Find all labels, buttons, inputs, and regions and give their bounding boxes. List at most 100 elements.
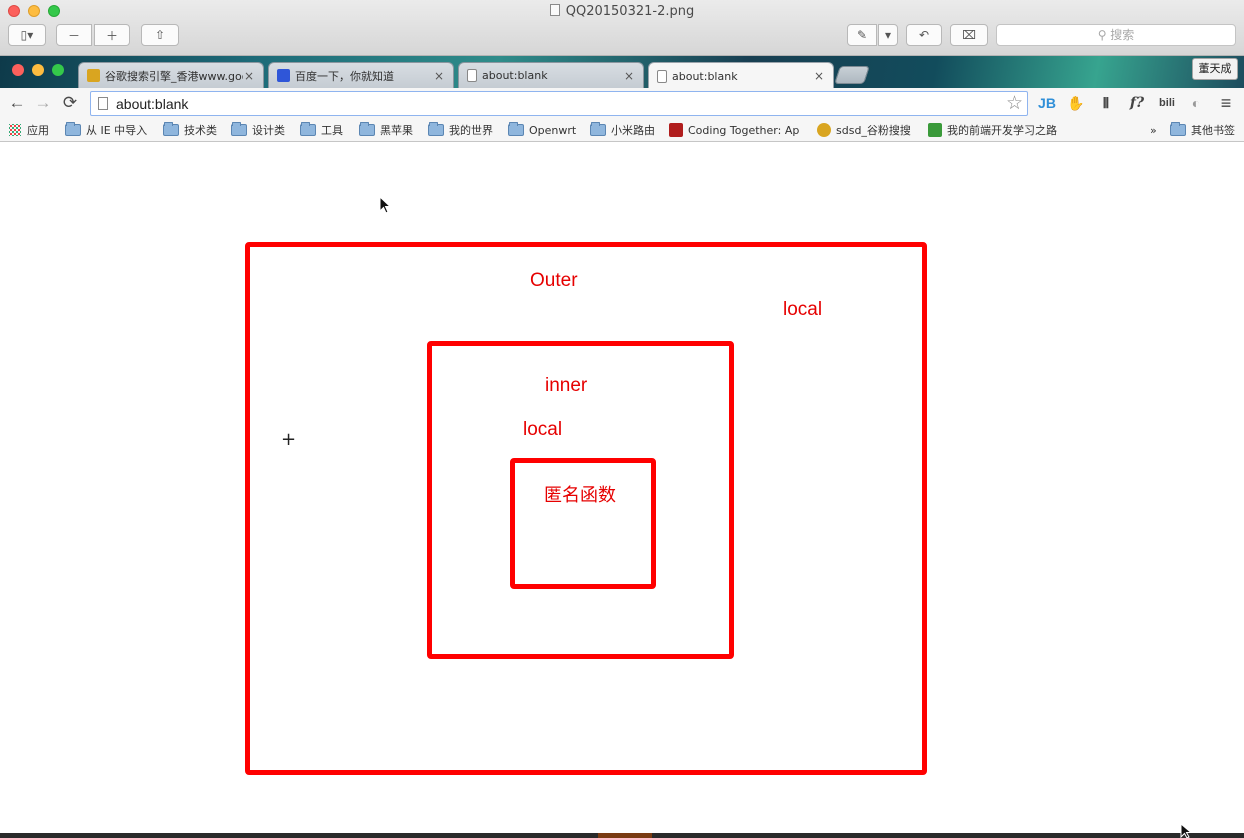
bookmark-link[interactable]: sdsd_谷粉搜搜 <box>817 122 911 138</box>
address-bar[interactable]: about:blank ☆ <box>90 91 1028 116</box>
bookmark-folder[interactable]: 小米路由 <box>590 122 655 138</box>
bookmark-label: 其他书签 <box>1191 124 1235 137</box>
folder-icon <box>508 122 524 136</box>
back-button[interactable]: ← <box>8 93 26 112</box>
markup-button[interactable]: ✎ <box>847 24 877 46</box>
preview-titlebar: QQ20150321-2.png ▯▾ － ＋ ⇧ ✎ ▾ ↶ ⌧ ⚲ 搜索 <box>0 0 1244 56</box>
bookmark-folder[interactable]: 工具 <box>300 122 343 138</box>
folder-icon <box>359 122 375 136</box>
dock-edge <box>598 833 652 838</box>
hand-extension-icon[interactable]: ✋ <box>1067 95 1085 111</box>
url-text[interactable]: about:blank <box>116 96 189 112</box>
bookmark-label: 从 IE 中导入 <box>86 124 148 137</box>
tab-google-hk[interactable]: 谷歌搜索引擎_香港www.goo × <box>78 62 264 88</box>
minimize-window-button[interactable] <box>28 5 40 17</box>
preview-search-input[interactable]: ⚲ 搜索 <box>996 24 1236 46</box>
bookmark-apps[interactable]: 应用 <box>9 122 49 138</box>
tab-label: about:blank <box>482 69 548 82</box>
sidebar-toggle-button[interactable]: ▯▾ <box>8 24 46 46</box>
close-window-button[interactable] <box>8 5 20 17</box>
bookmark-folder[interactable]: 设计类 <box>231 122 285 138</box>
chrome-menu-button[interactable]: ≡ <box>1220 93 1232 113</box>
bookmark-label: sdsd_谷粉搜搜 <box>836 124 911 137</box>
bookmark-folder[interactable]: 技术类 <box>163 122 217 138</box>
browser-tab-strip: 谷歌搜索引擎_香港www.goo × 百度一下，你就知道 × about:bla… <box>0 56 1244 89</box>
zoom-in-button[interactable]: ＋ <box>94 24 130 46</box>
zoom-window-button[interactable] <box>48 5 60 17</box>
jetbrains-extension-icon[interactable]: JB <box>1038 95 1056 111</box>
close-tab-icon[interactable]: × <box>433 68 445 83</box>
folder-icon <box>65 122 81 136</box>
apps-icon <box>9 124 21 136</box>
owl-icon <box>817 123 831 137</box>
tab-baidu[interactable]: 百度一下，你就知道 × <box>268 62 454 88</box>
forward-button[interactable]: → <box>34 93 52 112</box>
folder-icon <box>300 122 316 136</box>
outer-local-label: local <box>783 299 823 320</box>
other-bookmarks-folder[interactable]: 其他书签 <box>1170 122 1235 138</box>
folder-icon <box>428 122 444 136</box>
bookmark-label: 应用 <box>27 124 49 137</box>
browser-close-button[interactable] <box>12 64 24 76</box>
globe-extension-icon[interactable]: ◐ <box>1191 95 1201 111</box>
tab-label: 百度一下，你就知道 <box>295 69 394 83</box>
search-icon: ⚲ <box>1097 28 1111 42</box>
arrow-cursor-icon <box>1180 823 1192 838</box>
browser-zoom-button[interactable] <box>52 64 64 76</box>
anonymous-function-box <box>510 458 656 589</box>
markup-menu-button[interactable]: ▾ <box>878 24 898 46</box>
bookmark-folder[interactable]: Openwrt <box>508 122 576 138</box>
bookmark-link[interactable]: 我的前端开发学习之路 <box>928 122 1058 138</box>
bookmark-label: 我的世界 <box>449 124 493 137</box>
stanford-icon <box>669 123 683 137</box>
reload-button[interactable]: ⟳ <box>62 93 78 112</box>
tab-about-blank-active[interactable]: about:blank × <box>648 62 834 89</box>
bilibili-extension-icon[interactable]: bili <box>1159 97 1175 109</box>
bookmark-label: 设计类 <box>252 124 285 137</box>
bookmark-folder[interactable]: 从 IE 中导入 <box>65 122 147 138</box>
owl-icon <box>87 69 100 82</box>
bookmark-label: 技术类 <box>184 124 217 137</box>
tab-about-blank-1[interactable]: about:blank × <box>458 62 644 88</box>
close-tab-icon[interactable]: × <box>813 69 825 83</box>
page-icon <box>467 69 477 82</box>
toolbox-button[interactable]: ⌧ <box>950 24 988 46</box>
outer-label: Outer <box>530 270 578 291</box>
profile-button[interactable]: 董天成 <box>1192 58 1238 80</box>
font-extension-icon[interactable]: f? <box>1129 95 1145 111</box>
baidu-paw-icon <box>277 69 290 82</box>
bookmark-folder[interactable]: 黑苹果 <box>359 122 413 138</box>
inner-scope-box <box>427 341 734 659</box>
bookmark-star-icon[interactable]: ☆ <box>1005 93 1023 114</box>
bookmark-label: Coding Together: Ap <box>688 123 800 137</box>
inner-local-label: local <box>523 419 563 440</box>
bookmarks-bar: 应用 从 IE 中导入 技术类 设计类 工具 黑苹果 我的世界 Openwrt … <box>0 118 1244 142</box>
inner-label: inner <box>545 375 588 396</box>
close-tab-icon[interactable]: × <box>243 68 255 83</box>
bookmark-link[interactable]: Coding Together: Ap <box>669 122 803 138</box>
bookmark-folder[interactable]: 我的世界 <box>428 122 493 138</box>
window-title: QQ20150321-2.png <box>0 4 1244 19</box>
tab-label: 谷歌搜索引擎_香港www.goo <box>105 69 243 83</box>
bookmarks-overflow-button[interactable]: » <box>1150 123 1157 137</box>
window-bottom-edge <box>0 833 1244 838</box>
reader-extension-icon[interactable]: ⫴ <box>1103 95 1109 111</box>
search-placeholder: 搜索 <box>1110 28 1135 42</box>
zoom-out-button[interactable]: － <box>56 24 92 46</box>
new-tab-button[interactable] <box>834 66 870 84</box>
close-tab-icon[interactable]: × <box>623 68 635 83</box>
document-icon <box>549 4 560 16</box>
page-icon <box>657 69 667 83</box>
bookmark-label: 小米路由 <box>611 124 655 137</box>
crosshair-cursor-icon: + <box>281 429 297 450</box>
rotate-button[interactable]: ↶ <box>906 24 942 46</box>
arrow-cursor-icon <box>379 196 391 214</box>
bookmark-label: 我的前端开发学习之路 <box>947 124 1057 137</box>
page-icon <box>98 97 108 110</box>
bookmark-label: 黑苹果 <box>380 124 413 137</box>
folder-icon <box>590 122 606 136</box>
tab-label: about:blank <box>672 69 738 83</box>
anonymous-function-label: 匿名函数 <box>544 485 616 506</box>
browser-minimize-button[interactable] <box>32 64 44 76</box>
share-button[interactable]: ⇧ <box>141 24 179 46</box>
